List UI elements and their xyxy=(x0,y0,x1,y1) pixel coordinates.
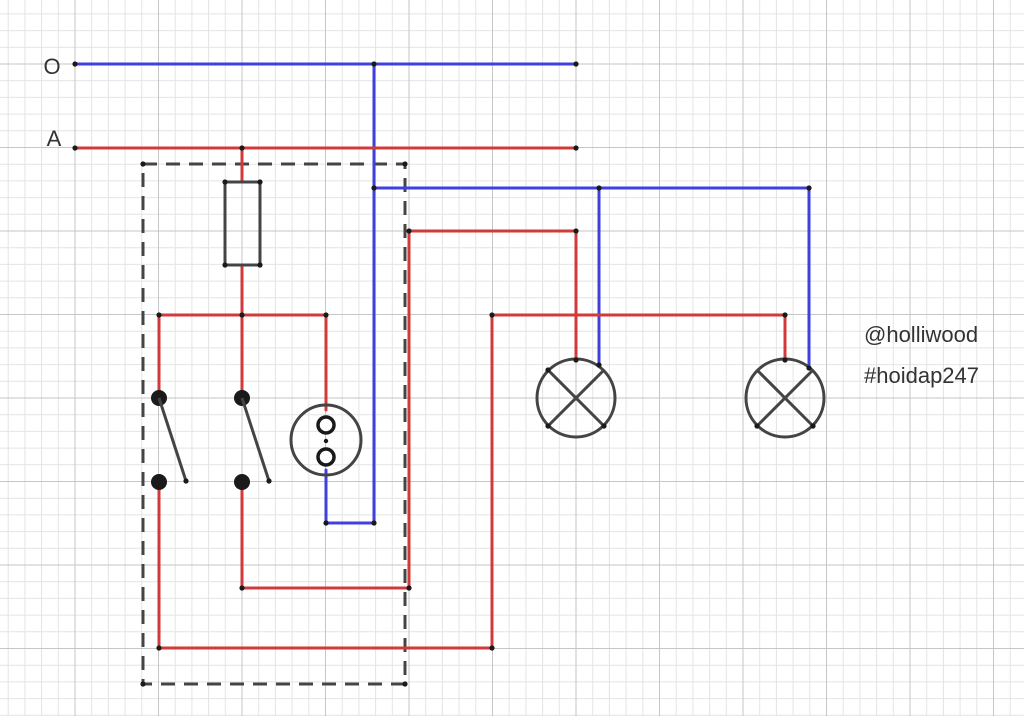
junction-dot xyxy=(406,585,412,591)
socket-center xyxy=(323,438,329,444)
electrical-panel xyxy=(141,162,407,686)
junction-dot xyxy=(222,179,228,185)
junction-dot xyxy=(573,357,579,363)
junction-dot xyxy=(596,362,602,368)
junction-dot xyxy=(596,185,602,191)
switch-1-lever xyxy=(157,397,188,482)
junction-dot xyxy=(239,312,245,318)
junction-dot xyxy=(266,478,272,484)
junction-dot xyxy=(371,61,377,67)
junction-dot xyxy=(782,312,788,318)
neutral-wiring xyxy=(73,62,811,525)
junction-dot xyxy=(489,312,495,318)
junction-dot xyxy=(489,645,495,651)
switch-1-bottom-terminal xyxy=(151,474,167,490)
junction-dot xyxy=(406,228,412,234)
switch-2 xyxy=(234,390,271,490)
watermark-handle: @holliwood xyxy=(864,322,978,347)
switch-2-lever xyxy=(240,397,271,482)
watermark-tag: #hoidap247 xyxy=(864,363,979,388)
junction-dot xyxy=(323,312,329,318)
junction-dot xyxy=(573,61,579,67)
neutral-line-label: O xyxy=(43,54,60,79)
socket xyxy=(289,403,363,477)
junction-dot xyxy=(140,681,146,687)
junction-dot xyxy=(806,185,812,191)
junction-dot xyxy=(545,423,551,429)
socket-hole-bottom xyxy=(316,447,336,467)
socket-hole-top xyxy=(316,415,336,435)
junction-dot xyxy=(402,681,408,687)
junction-dot xyxy=(371,185,377,191)
junction-dot xyxy=(156,312,162,318)
phase-line-label: A xyxy=(47,126,62,151)
switch-1 xyxy=(151,390,188,490)
switch-2-bottom-terminal xyxy=(234,474,250,490)
junction-dot xyxy=(257,179,263,185)
junction-dot xyxy=(72,145,78,151)
junction-dot xyxy=(183,478,189,484)
junction-dot xyxy=(371,520,377,526)
neutral-socket-wire xyxy=(324,62,376,525)
junction-dot xyxy=(573,145,579,151)
junction-dot xyxy=(754,423,760,429)
junction-dot xyxy=(257,262,263,268)
junction-dot xyxy=(806,365,812,371)
junction-dot xyxy=(239,145,245,151)
junction-dot xyxy=(782,357,788,363)
junction-dot xyxy=(573,228,579,234)
junction-dot xyxy=(72,61,78,67)
junction-dot xyxy=(545,367,551,373)
switch-2-to-lamp-1 xyxy=(240,229,578,590)
junction-dots xyxy=(72,61,816,687)
junction-dot xyxy=(402,161,408,167)
junction-dot xyxy=(601,423,607,429)
junction-dot xyxy=(156,645,162,651)
junction-dot xyxy=(222,262,228,268)
junction-dot xyxy=(323,520,329,526)
fuse xyxy=(223,180,262,267)
junction-dot xyxy=(239,585,245,591)
junction-dot xyxy=(140,161,146,167)
junction-dot xyxy=(810,423,816,429)
switch-1-to-lamp-2 xyxy=(157,313,787,650)
socket-body xyxy=(289,403,363,477)
